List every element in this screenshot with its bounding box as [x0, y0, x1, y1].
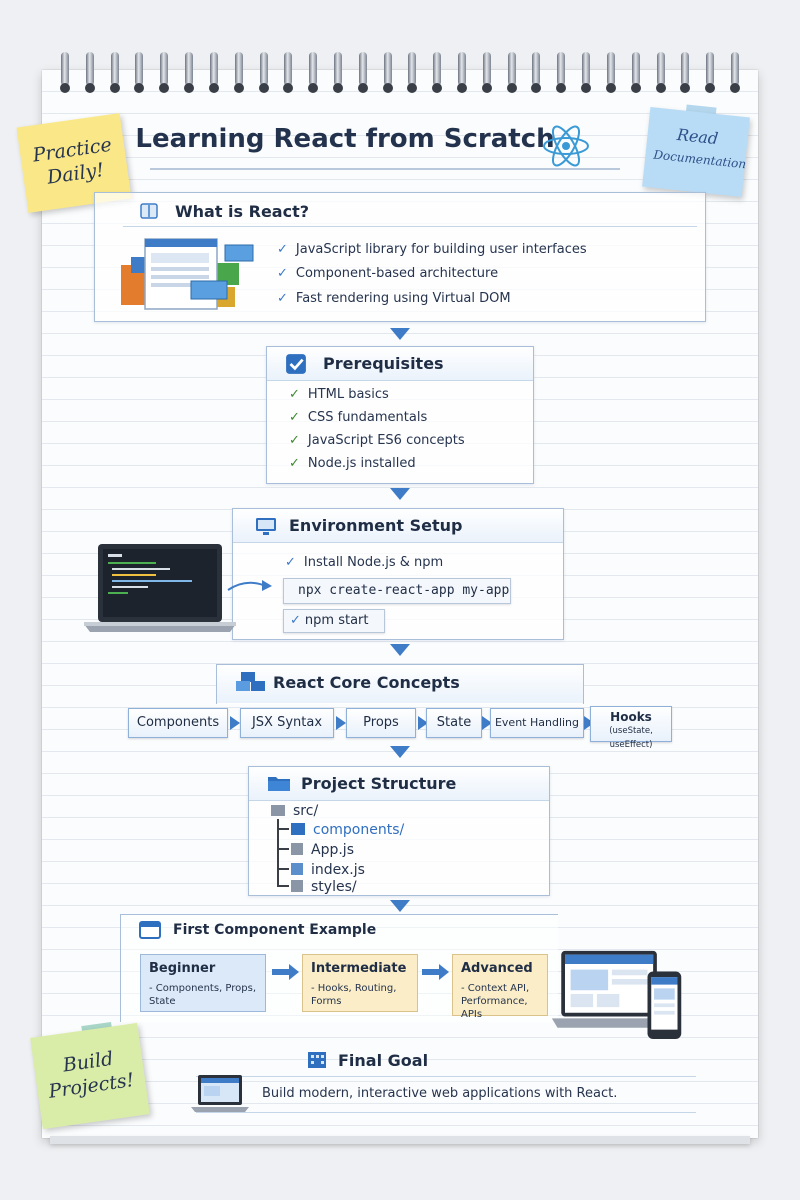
- level-intermediate: Intermediate - Hooks, Routing, Forms: [302, 954, 418, 1012]
- folder-styles: styles/: [279, 879, 357, 895]
- laptop-code-illustration: [84, 544, 236, 632]
- laptop-phone-illustration: [551, 950, 682, 1039]
- sticky-note-build: Build Projects!: [30, 1022, 150, 1130]
- code-window-icon: [139, 921, 161, 939]
- component-blocks-icon: [236, 672, 265, 691]
- web-ui-illustration: [121, 238, 254, 310]
- check-icon: ✓: [277, 242, 288, 257]
- folder-src: src/: [271, 803, 318, 819]
- page-title: Learning React from Scratch: [135, 124, 555, 154]
- check-icon: ✓: [289, 387, 300, 402]
- check-icon: ✓: [277, 291, 288, 306]
- concept-components: Components: [128, 708, 228, 738]
- monitor-icon: [256, 518, 276, 535]
- react-atom-icon: [543, 125, 589, 167]
- file-icon: [291, 863, 303, 875]
- flow-arrow: [390, 746, 410, 758]
- sticky-note-read: Read Documentation: [642, 106, 750, 198]
- tree-line: [277, 819, 279, 887]
- concept-arrow: [482, 716, 492, 730]
- file-index: index.js: [279, 862, 365, 878]
- environment-setup-section: Environment Setup ✓Install Node.js & npm…: [232, 508, 564, 640]
- progression-arrow: [422, 964, 449, 980]
- folder-components: components/: [279, 822, 404, 838]
- concept-state: State: [426, 708, 482, 738]
- project-structure-section: Project Structure src/ components/ App.j…: [248, 766, 550, 896]
- create-app-command: npx create-react-app my-app: [283, 578, 511, 604]
- flow-arrow: [390, 488, 410, 500]
- level-advanced: Advanced - Context API, Performance, API…: [452, 954, 548, 1020]
- flow-arrow: [390, 644, 410, 656]
- check-icon: ✓: [277, 266, 288, 281]
- file-app: App.js: [279, 842, 354, 858]
- level-beginner: Beginner - Components, Props, State: [140, 954, 266, 1012]
- concept-arrow: [230, 716, 240, 730]
- checkbox-icon: [286, 354, 306, 374]
- prerequisites-section: Prerequisites ✓HTML basics ✓CSS fundamen…: [266, 346, 534, 484]
- progression-arrow: [272, 964, 299, 980]
- check-icon: ✓: [289, 410, 300, 425]
- section-heading: First Component Example: [173, 922, 377, 938]
- flow-arrow: [390, 900, 410, 912]
- section-heading: What is React?: [175, 202, 310, 221]
- section-heading: Project Structure: [301, 774, 457, 793]
- section-heading: React Core Concepts: [273, 673, 460, 692]
- laptop-icon: [191, 1075, 249, 1112]
- spiral-binding: [60, 52, 740, 96]
- folder-icon: [291, 880, 303, 892]
- concept-arrow: [336, 716, 346, 730]
- folder-icon: [268, 777, 290, 791]
- check-icon: ✓: [289, 456, 300, 471]
- concept-event-handling: Event Handling: [490, 708, 584, 738]
- book-icon: [140, 203, 158, 219]
- concept-hooks: Hooks (useState, useEffect): [590, 706, 672, 750]
- final-goal-heading: Final Goal: [338, 1051, 429, 1070]
- check-icon: ✓: [285, 555, 296, 570]
- section-heading: Prerequisites: [323, 354, 444, 373]
- title-underline: [150, 168, 620, 170]
- check-icon: ✓: [290, 613, 301, 628]
- final-goal-rule: [196, 1076, 696, 1077]
- building-icon: [308, 1052, 326, 1068]
- concept-jsx: JSX Syntax: [240, 708, 334, 738]
- file-icon: [291, 843, 303, 855]
- core-concepts-section: React Core Concepts: [216, 664, 584, 704]
- check-icon: ✓: [289, 433, 300, 448]
- final-goal-underline: [196, 1112, 696, 1113]
- concept-props: Props: [346, 708, 416, 738]
- flow-arrow: [390, 328, 410, 340]
- section-heading: Environment Setup: [289, 516, 463, 535]
- what-is-react-section: What is React? ✓JavaScript library for b…: [94, 192, 706, 322]
- page-edge: [50, 1136, 750, 1144]
- concept-arrow: [584, 716, 594, 730]
- start-command: ✓npm start: [283, 609, 385, 633]
- folder-icon: [291, 823, 305, 835]
- final-goal-text: Build modern, interactive web applicatio…: [262, 1086, 618, 1101]
- concept-arrow: [418, 716, 428, 730]
- folder-icon: [271, 805, 285, 816]
- connector-arrow: [227, 580, 272, 591]
